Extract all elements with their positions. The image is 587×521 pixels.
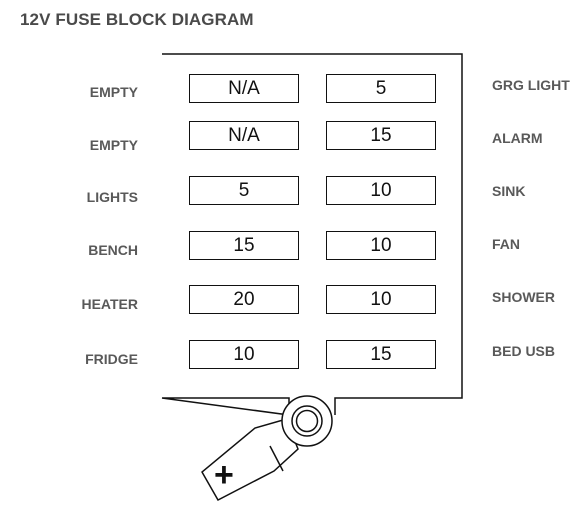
fuse-label-right-6: BED USB <box>492 343 556 359</box>
fuse-label-left-1: EMPTY <box>89 84 138 100</box>
fuse-label-left-2: EMPTY <box>89 137 138 153</box>
fuse-label-left-4: BENCH <box>88 242 138 258</box>
fuse-label-left-3: LIGHTS <box>86 189 138 205</box>
fuse-label-right-4: FAN <box>492 236 520 252</box>
fuse-right-2: 15 <box>326 121 436 150</box>
fuse-left-3: 5 <box>189 176 299 205</box>
fuse-left-5: 20 <box>189 285 299 314</box>
fuse-right-5: 10 <box>326 285 436 314</box>
page-title: 12V FUSE BLOCK DIAGRAM <box>20 10 254 29</box>
positive-symbol: + <box>214 456 234 494</box>
fuse-right-6: 15 <box>326 340 436 369</box>
fuse-label-right-3: SINK <box>492 183 526 199</box>
fuse-label-right-1: GRG LIGHT <box>492 77 570 93</box>
fuse-label-right-5: SHOWER <box>492 289 555 305</box>
fuse-left-4: 15 <box>189 231 299 260</box>
ring-terminal <box>201 395 333 501</box>
fuse-right-4: 10 <box>326 231 436 260</box>
fuse-label-left-6: FRIDGE <box>85 351 138 367</box>
fuse-label-left-5: HEATER <box>81 296 138 312</box>
fuse-right-1: 5 <box>326 74 436 103</box>
fuse-label-right-2: ALARM <box>492 130 543 146</box>
fuse-left-2: N/A <box>189 121 299 150</box>
fuse-left-1: N/A <box>189 74 299 103</box>
fuse-left-6: 10 <box>189 340 299 369</box>
fuse-right-3: 10 <box>326 176 436 205</box>
